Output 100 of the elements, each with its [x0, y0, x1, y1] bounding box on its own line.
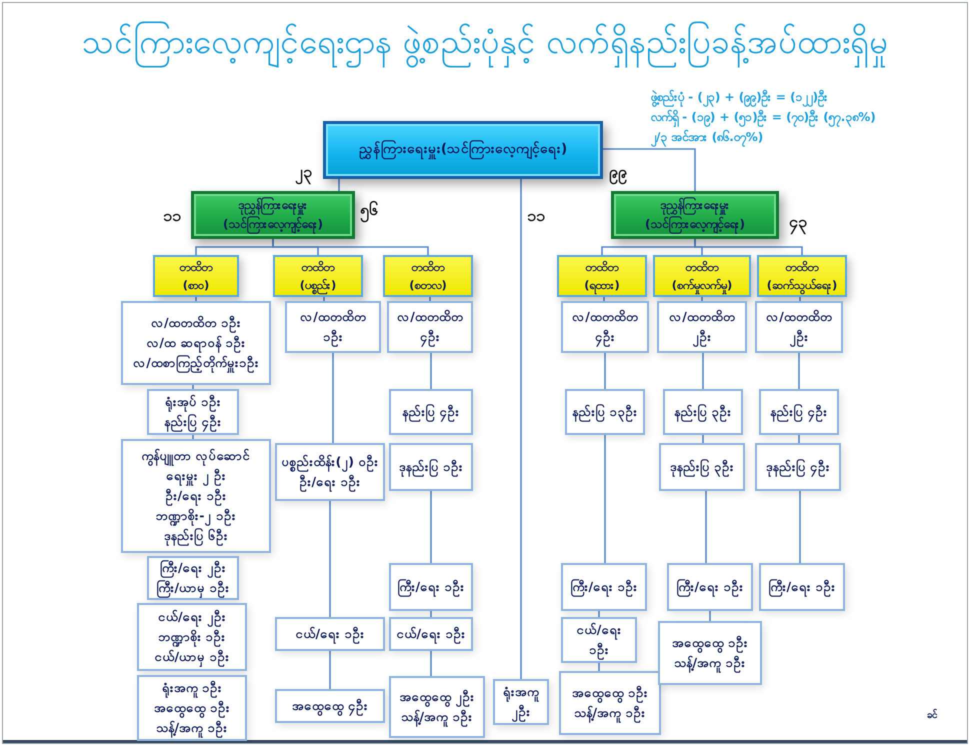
position-title: တထိတ (စာဝ) [180, 258, 212, 294]
connector-line [272, 239, 429, 255]
staff-line: ဒုနည်းပြ ၆ဦး [164, 526, 228, 546]
staff-line: အထွေထွေ ၁ဦး [572, 683, 648, 703]
staff-line: ကြီး/ရေး ၁ဦး [676, 577, 744, 597]
count-number: ၄၃ [789, 211, 807, 233]
director-box [323, 121, 603, 179]
connector-line [195, 297, 197, 301]
staff-line: ဘဏ္ဍာစိုး-၂ ၁ဦး [156, 506, 236, 526]
section-box [153, 255, 239, 297]
staff-box [389, 389, 473, 435]
staff-line: ငယ်/ရေး ၁ဦး [396, 624, 466, 644]
connector-line [603, 148, 696, 191]
position-title: ညွှန်ကြားရေးမှူး(သင်ကြားလေ့ကျင့်ရေး) [358, 139, 568, 161]
connector-line [701, 297, 703, 301]
connector-line [604, 435, 606, 563]
section-box [383, 255, 473, 297]
staff-line: ကြီး/ရေး ၂ဦး [160, 558, 226, 578]
staff-box [275, 443, 385, 501]
staff-box [755, 301, 843, 353]
staff-line: ကြီး/ယာမှ ၁ဦး [156, 578, 230, 598]
staff-line: နည်းပြ ၄ဦး [402, 402, 460, 422]
staff-line: နည်းပြ ၄ဦး [770, 402, 828, 422]
staff-box [285, 301, 381, 353]
staff-line: လ/ထတထိတ ၂ဦး [662, 307, 742, 347]
section-box [273, 255, 363, 297]
connector-line [604, 353, 606, 389]
staff-line: လ/ထစာကြည့်တိုက်မှူး၁ဦး [133, 353, 259, 373]
staff-line: နည်းပြ ၃ဦး [674, 402, 732, 422]
staff-line: လ/ထတထိတ ၄ဦး [566, 307, 644, 347]
staff-line: ဦး/ရေး ၁ဦး [300, 472, 360, 492]
staff-line: ငယ်/ယာမှ ၁ဦး [154, 647, 230, 667]
connector-line [430, 353, 432, 389]
connector-line [694, 239, 803, 255]
staff-line: လ/ထတထိတ ၁ဦး [151, 313, 241, 333]
staff-box [121, 439, 271, 553]
connector-line [329, 651, 331, 689]
staff-line: ရုံးအကူ ၁ဦး [162, 678, 222, 698]
staff-box [755, 443, 841, 491]
staff-box [147, 556, 239, 600]
staff-line: သန့်/အကူ ၁ဦး [574, 703, 646, 723]
count-number: ၁၁ [527, 205, 545, 227]
staff-line: ရုံးအကူ ၂ဦး [498, 682, 544, 722]
connector-line [329, 501, 331, 617]
connector-line [798, 435, 800, 443]
connector-line [709, 611, 711, 621]
staff-line: သန့်/အကူ ၁ဦး [402, 707, 472, 727]
connector-line [332, 353, 334, 443]
count-number: ၅၆ [360, 199, 378, 221]
staff-line: ကြီး/ရေး ၁ဦး [768, 577, 836, 597]
staff-line: သန့်/အကူ ၁ဦး [674, 653, 746, 673]
staff-box [561, 563, 647, 611]
connector-line [520, 179, 522, 679]
staff-line: လ/ထ ဆရာဝန် ၁ဦး [146, 333, 246, 353]
connector-line [702, 353, 704, 389]
chart-title: သင်ကြားလေ့ကျင့်ရေးဌာန ဖွဲ့စည်းပုံနှင့် လက်ရှိနည်းပြခန့်အပ်ထားရှိမှု [82, 17, 888, 66]
staff-box [387, 301, 473, 353]
staff-line: ဘဏ္ဍာစိုး ၁ဦး [158, 627, 226, 647]
connector-line [323, 297, 325, 301]
connector-line [338, 179, 340, 191]
position-title: ဒုညွှန်ကြားရေးမှူး (သင်ကြားလေ့ကျင့်ရေး) [223, 196, 323, 234]
staff-line: လ/ထတထိတ ၂ဦး [760, 307, 838, 347]
position-title: ဒုညွှန်ကြားရေးမှူး (သင်ကြားလေ့ကျင့်ရေး) [645, 196, 745, 234]
connector-line [430, 491, 432, 563]
staff-box [667, 563, 753, 611]
staff-line: သန့်/အကူ ၁ဦး [156, 718, 228, 738]
staff-box [147, 389, 239, 435]
staff-line: ကြီး/ရေး ၁ဦး [570, 577, 638, 597]
connector-line [429, 297, 431, 301]
position-title: တထိတ (စတလ) [409, 258, 447, 294]
staff-line: နည်းပြ ၄ဦး [164, 412, 222, 432]
staff-box [657, 301, 747, 353]
staff-line: ငယ်/ရေး ၁ဦး [296, 624, 364, 644]
staff-box [275, 689, 385, 723]
deputy-director-box [191, 191, 355, 239]
connector-line [705, 491, 707, 563]
staff-line: ဒုနည်းပြ ၄ဦး [766, 457, 830, 477]
section-box [653, 255, 751, 297]
summary-line: ၂/၃ အင်အား (၈၆.၀၇%) [651, 129, 764, 146]
staff-line: အထွေထွေ ၄ဦး [292, 696, 368, 716]
staff-line: လ/ထတထိတ ၄ဦး [392, 307, 468, 347]
section-box [557, 255, 647, 297]
staff-box [137, 675, 247, 741]
position-title: တထိတ (ဆက်သွယ်ရေး) [766, 258, 838, 294]
staff-line: အထွေထွေ ၁ဦး [672, 633, 748, 653]
connector-line [799, 297, 801, 301]
staff-box [137, 603, 247, 671]
staff-box [659, 443, 745, 491]
summary-line: ဖွဲ့စည်းပုံ - (၂၃) + (၉၉)ဦး = (၁၂၂)ဦး [651, 89, 828, 106]
connector-line [799, 491, 801, 563]
staff-line: ငယ်/ရေး ၁ဦး [566, 620, 632, 660]
staff-line: ဒုနည်းပြ ၁ဦး [398, 457, 464, 477]
staff-box [565, 389, 645, 435]
staff-line: ရုံးအုပ် ၁ဦး [164, 392, 222, 412]
staff-line: အထွေထွေ ၂ဦး [399, 687, 475, 707]
staff-box [559, 671, 661, 735]
summary-line: လက်ရှိ - (၁၉) + (၅၁)ဦး = (၇၀)ဦး (၅၇.၃၈%) [651, 109, 876, 126]
staff-box [275, 617, 385, 651]
connector-line [192, 435, 194, 439]
position-title: တထိတ (စက်မှုလက်မှု) [672, 258, 732, 294]
